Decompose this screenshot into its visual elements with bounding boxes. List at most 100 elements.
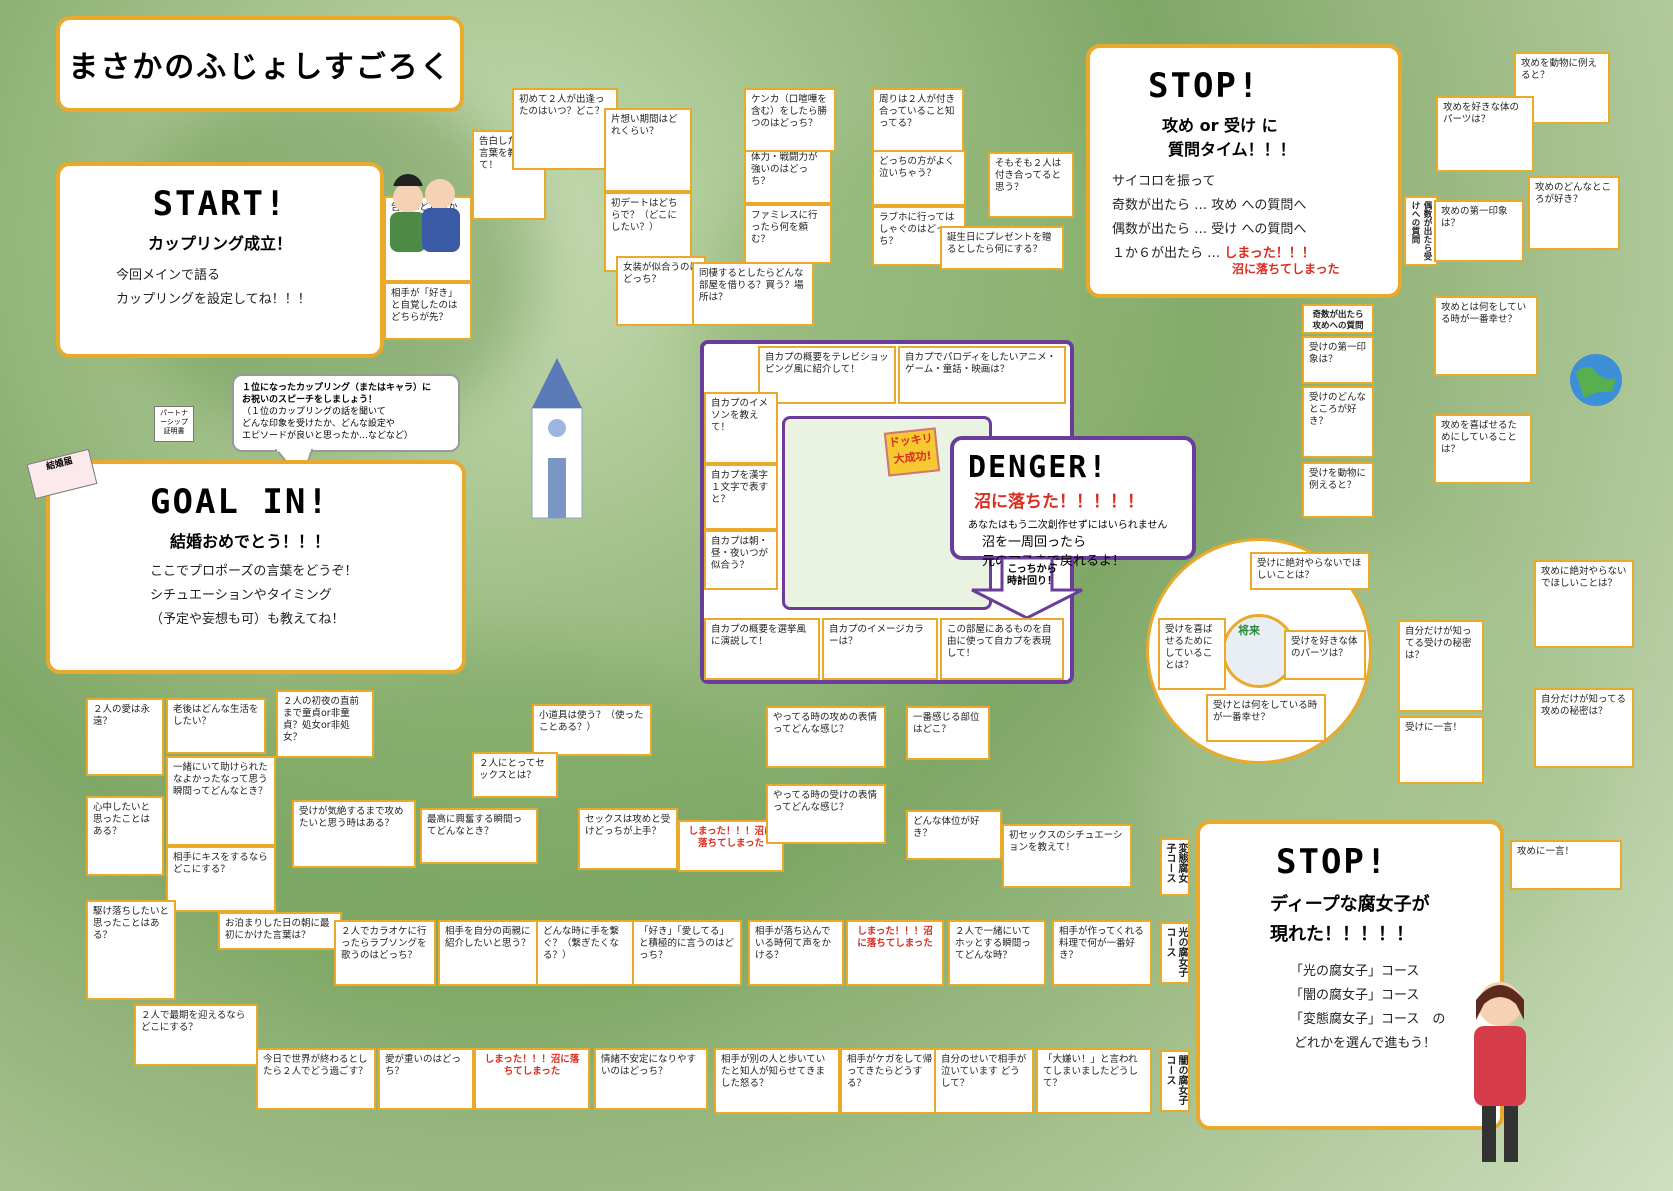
stop1-line2: 奇数が出たら … 攻め への質問へ [1112, 198, 1307, 213]
center-cells-5: 自カプの概要を選挙風に演説して！ [704, 618, 820, 680]
left-cells-7: ２人で最期を迎えるならどこにする？ [134, 1004, 258, 1066]
uke-cells-1: 受けのどんなところが好き？ [1302, 386, 1374, 458]
row2-cells-2: しまった！！！沼に落ちてしまった [474, 1048, 590, 1110]
stop1-line4c: 沼に落ちてしまった [1232, 262, 1340, 276]
dokkiri-badge: ドッキリ 大成功! [883, 427, 941, 477]
start-sub: カップリング成立！ [147, 234, 292, 253]
speech-line4: どんな印象を受けたか、どんな設定や [242, 419, 395, 429]
speech-line2: お祝いのスピーチをしましょう！ [242, 395, 378, 405]
church-illustration [531, 358, 583, 519]
top-cells-14: 誕生日にプレゼントを贈るとしたら何にする？ [940, 226, 1064, 270]
row1-cells-0: ２人でカラオケに行ったらラブソングを歌うのはどっち？ [334, 920, 436, 986]
center-cells-3: 自カプを漢字１文字で表すと？ [704, 464, 778, 530]
uke-cells-3: 受けに絶対やらないでほしいことは？ [1250, 552, 1370, 590]
center-cells-1: 自カプでパロディをしたいアニメ・ゲーム・童話・映画は？ [898, 346, 1066, 404]
center-cells-2: 自カプのイメソンを教えて！ [704, 392, 778, 464]
stop1-sub1: 攻め or 受け に [1162, 116, 1278, 135]
even-label: 偶数が出たら受けへの質問 [1404, 196, 1438, 266]
speech-bubble: １位になったカップリング（またはキャラ）に お祝いのスピーチをしましょう！ （１… [232, 374, 460, 452]
left-cells-3: 心中したいと思ったことはある？ [86, 796, 164, 876]
seme-cells-2: 攻めのどんなところが好き？ [1528, 176, 1620, 250]
earth-illustration [1570, 354, 1622, 406]
seme-cells-7: 自分だけが知ってる攻めの秘密は？ [1534, 688, 1634, 768]
mid-cells-8: やってる時の受けの表情ってどんな感じ？ [766, 784, 886, 844]
seme-cells-3: 攻めの第一印象は？ [1434, 200, 1524, 262]
stop1-sub2: 質問タイム！！！ [1168, 140, 1296, 159]
mid-cells-7: やってる時の攻めの表情ってどんな感じ？ [766, 706, 886, 768]
row2-cells-5: 相手がケガをして帰ってきたらどうする？ [840, 1048, 944, 1114]
row1-cells-4: 相手が落ち込んでいる時何て声をかける？ [748, 920, 844, 986]
top-cells-15: そもそも２人は付き合ってると思う？ [988, 152, 1074, 218]
left-cells-2: 一緒にいて助けられたなよかったなって思う瞬間ってどんなとき？ [166, 756, 276, 846]
left-cells-5: 駆け落ちしたいと思ったことはある？ [86, 900, 176, 1000]
start-panel: START! カップリング成立！ 今回メインで語る カップリングを設定してね！！… [56, 162, 384, 358]
row1-cells-3: 「好き」「愛してる」と積極的に言うのはどっち？ [632, 920, 742, 986]
speech-line1: １位になったカップリング（またはキャラ）に [242, 383, 432, 393]
arrow-text: こっちから 時計回り！ [1002, 564, 1062, 588]
row2-cells-6: 自分のせいで相手が泣いています どうして？ [934, 1048, 1034, 1114]
goal-line2: シチュエーションやタイミング [150, 588, 332, 603]
stop2-line1: 「光の腐女子」コース [1290, 964, 1420, 979]
stop1-line4a: １か６が出たら … [1112, 246, 1221, 261]
future-badge: 将来 [1238, 624, 1260, 637]
course-yami: 闇の腐女子コース [1160, 1050, 1190, 1112]
top-cells-3: 初めて２人が出逢ったのはいつ？どこ？ [512, 88, 618, 170]
left-cells-1: 老後はどんな生活をしたい？ [166, 698, 266, 754]
row2-cells-3: 情緒不安定になりやすいのはどっち？ [594, 1048, 708, 1110]
row2-cells-1: 愛が重いのはどっち？ [378, 1048, 474, 1110]
denger-line1: あなたはもう二次創作せずにはいられません [968, 520, 1168, 531]
row1-cells-7: 相手が作ってくれる料理で何が一番好き？ [1052, 920, 1152, 986]
stop1-line3: 偶数が出たら … 受け への質問へ [1112, 222, 1307, 237]
speech-line5: エピソードが良いと思ったか…などなど） [242, 431, 413, 441]
uke-cells-2: 受けを動物に例えると？ [1302, 462, 1374, 518]
row2-cells-4: 相手が別の人と歩いていたと知人が知らせてきました怒る？ [714, 1048, 840, 1114]
stop1-panel: STOP! 攻め or 受け に 質問タイム！！！ サイコロを振って 奇数が出た… [1086, 44, 1402, 298]
speech-line3: （１位のカップリングの話を聞いて [242, 407, 386, 417]
goal-line3: （予定や妄想も可）も教えてね！ [150, 612, 345, 627]
left-cells-6: お泊まりした日の朝に最初にかけた言葉は？ [218, 912, 342, 950]
course-hikari: 光の腐女子コース [1160, 922, 1190, 984]
stop2-panel: STOP! ディープな腐女子が 現れた！！！！！ 「光の腐女子」コース 「闇の腐… [1196, 820, 1504, 1130]
page-title: まさかのふじょしすごろく [68, 50, 452, 85]
top-cells-12: どっちの方がよく泣いちゃう？ [872, 150, 966, 206]
mid-cells-9: 一番感じる部位はどこ？ [906, 706, 990, 760]
row2-cells-7: 「大嫌い！」と言われてしまいましたどうして？ [1036, 1048, 1152, 1114]
stop2-sub2: 現れた！！！！！ [1270, 924, 1414, 945]
center-cells-0: 自カプの概要をテレビショッピング風に紹介して！ [758, 346, 896, 404]
denger-heading: DENGER! [968, 450, 1109, 485]
uke-cells-4: 受けを好きな体のパーツは？ [1284, 630, 1366, 680]
mid-cells-2: ２人にとってセックスとは？ [472, 752, 558, 798]
stop2-sub1: ディープな腐女子が [1270, 894, 1430, 915]
stop1-line1: サイコロを振って [1112, 174, 1216, 189]
top-cells-4: 片想い期間はどれくらい？ [604, 108, 692, 192]
denger-panel: DENGER! 沼に落ちた！！！！！ あなたはもう二次創作せずにはいられません … [950, 436, 1196, 569]
row1-cells-5: しまった！！！沼に落ちてしまった [846, 920, 944, 986]
goal-line1: ここでプロポーズの言葉をどうぞ！ [150, 564, 358, 579]
row1-cells-6: ２人で一緒にいてホッとする瞬間ってどんな時？ [948, 920, 1046, 986]
stop2-heading: STOP! [1276, 842, 1389, 882]
clockwise-arrow [971, 558, 1083, 620]
couple-illustration [390, 170, 460, 252]
row1-cells-1: 相手を自分の両親に紹介したいと思う？ [438, 920, 538, 986]
mid-cells-11: 初セックスのシチュエーションを教えて！ [1002, 824, 1132, 888]
girl-illustration [1474, 982, 1526, 1162]
top-cells-2: 告白した時の言葉を教えて！ [472, 130, 546, 220]
center-cells-4: 自カプは朝・昼・夜いつが似合う？ [704, 530, 778, 590]
uke-cells-7: 自分だけが知ってる受けの秘密は？ [1398, 620, 1484, 712]
left-cells-0: ２人の愛は永遠？ [86, 698, 164, 776]
denger-sub: 沼に落ちた！！！！！ [974, 492, 1144, 512]
left-cells-4: 相手にキスをするならどこにする？ [166, 846, 276, 912]
mid-cells-10: どんな体位が好き？ [906, 810, 1002, 860]
uke-cells-0: 受けの第一印象は？ [1302, 336, 1374, 384]
top-cells-6: 女装が似合うのはどっち？ [616, 256, 706, 326]
stop1-line4b: しまった！！！ [1224, 246, 1315, 261]
denger-line2: 沼を一周回ったら [982, 535, 1087, 550]
dokkiri-line2: 大成功! [892, 449, 933, 466]
goal-heading: GOAL IN! [150, 482, 330, 522]
top-cells-9: 体力・戦闘力が強いのはどっち？ [744, 146, 832, 204]
odd-label: 奇数が出たら攻めへの質問 [1302, 304, 1374, 334]
row2-cells-0: 今日で世界が終わるとしたら２人でどう過ごす？ [256, 1048, 376, 1110]
stop2-line3: 「変態腐女子」コース の [1290, 1012, 1446, 1027]
top-cells-7: 同棲するとしたらどんな部屋を借りる？買う？場所は？ [692, 262, 814, 326]
